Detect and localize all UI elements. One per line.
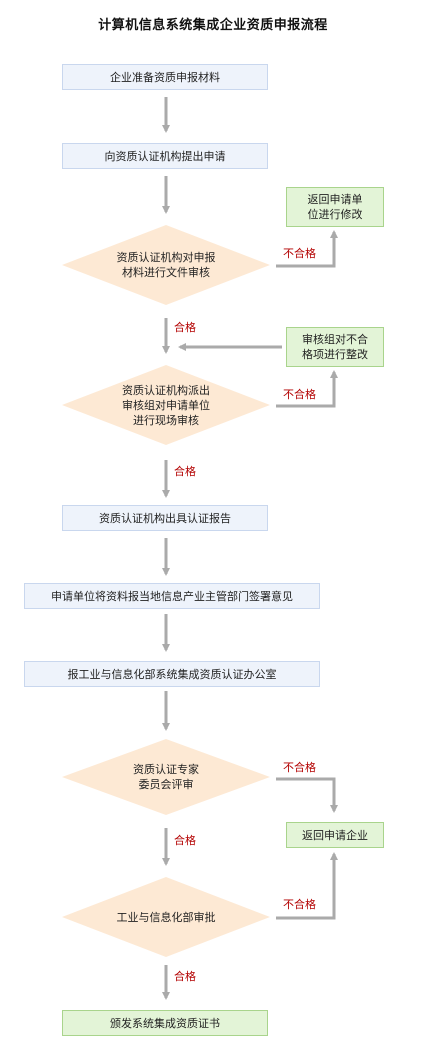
label-fail-onsite: 不合格 — [283, 388, 316, 401]
step-issue-certificate: 颁发系统集成资质证书 — [62, 1010, 268, 1036]
decision-ministry-text: 工业与信息化部审批 — [116, 910, 216, 924]
decision-doc-review-text: 资质认证机构对申报 材料进行文件审核 — [92, 248, 240, 282]
step-local-opinion: 申请单位将资料报当地信息产业主管部门签署意见 — [24, 583, 320, 609]
rectify-line-1: 审核组对不合 — [302, 333, 368, 346]
arrow-fail-expert — [276, 777, 338, 813]
rectify-box: 审核组对不合 格项进行整改 — [286, 327, 384, 367]
step-prepare-materials: 企业准备资质申报材料 — [62, 64, 268, 90]
decision-ministry-approval — [62, 877, 270, 957]
label-pass-onsite: 合格 — [174, 465, 196, 478]
decision-doc-review — [62, 225, 270, 305]
decision-onsite-review-text: 资质认证机构派出 审核组对申请单位 进行现场审核 — [92, 381, 240, 429]
doc-review-line-2: 材料进行文件审核 — [122, 266, 210, 279]
rectify-line-2: 格项进行整改 — [302, 348, 368, 361]
doc-review-line-1: 资质认证机构对申报 — [116, 251, 216, 264]
label-pass-expert: 合格 — [174, 834, 196, 847]
label-fail-ministry: 不合格 — [283, 898, 316, 911]
onsite-line-3: 进行现场审核 — [133, 413, 199, 427]
onsite-line-1: 资质认证机构派出 — [122, 383, 210, 397]
decision-expert-review-text: 资质认证专家 委员会评审 — [92, 760, 240, 794]
expert-line-2: 委员会评审 — [138, 778, 194, 791]
decision-onsite-review — [62, 365, 270, 445]
step-issue-report: 资质认证机构出具认证报告 — [62, 505, 268, 531]
page-title: 计算机信息系统集成企业资质申报流程 — [98, 18, 328, 33]
return-modify-line-1: 返回申请单 — [307, 193, 363, 206]
label-fail-expert: 不合格 — [283, 761, 316, 774]
onsite-line-2: 审核组对申请单位 — [122, 398, 210, 412]
arrow-fail-doc-review — [276, 230, 338, 268]
label-pass-ministry: 合格 — [174, 970, 196, 983]
label-pass-doc-review: 合格 — [174, 321, 196, 334]
expert-line-1: 资质认证专家 — [133, 763, 199, 776]
return-modify-line-2: 位进行修改 — [307, 208, 363, 221]
step-submit-application: 向资质认证机构提出申请 — [62, 143, 268, 169]
decision-expert-review — [62, 739, 270, 815]
return-modify-box: 返回申请单 位进行修改 — [286, 187, 384, 227]
label-fail-doc-review: 不合格 — [283, 247, 316, 260]
arrow-fail-onsite-review — [276, 370, 338, 408]
return-enterprise-box: 返回申请企业 — [286, 822, 384, 848]
arrow-fail-ministry — [276, 852, 338, 920]
step-submit-office: 报工业与信息化部系统集成资质认证办公室 — [24, 661, 320, 687]
